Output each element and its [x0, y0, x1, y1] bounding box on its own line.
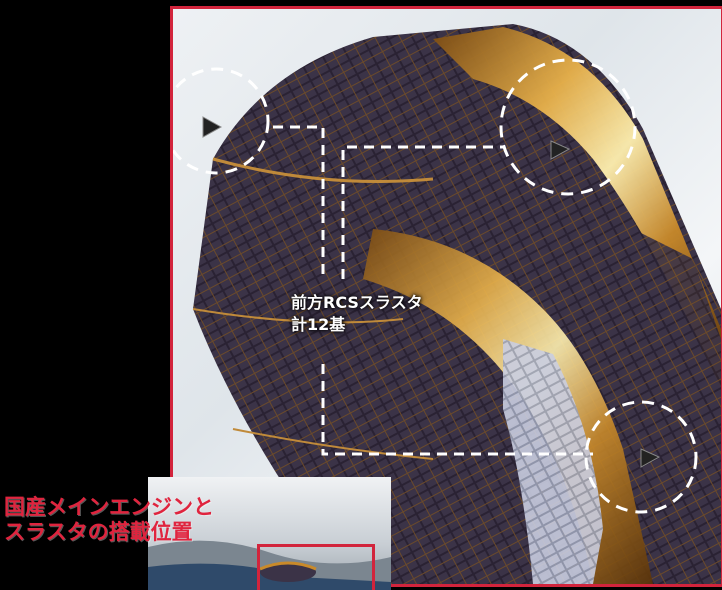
- section-title: 国産メインエンジンと スラスタの搭載位置: [4, 495, 214, 545]
- rcs-label-line2: 計12基: [291, 315, 346, 334]
- thruster-marker-1: [173, 67, 270, 175]
- spacecraft-illustration: [173, 24, 721, 584]
- section-title-line1: 国産メインエンジンと: [4, 495, 214, 519]
- rcs-thruster-label: 前方RCSスラスタ 計12基: [291, 292, 423, 336]
- thruster-marker-3: [584, 400, 698, 514]
- rcs-label-line1: 前方RCSスラスタ: [291, 293, 423, 312]
- inset-spacecraft-photo: [148, 477, 391, 590]
- inset-illustration: [148, 540, 391, 590]
- leader-line-bottom: [321, 364, 593, 456]
- thruster-marker-2: [499, 58, 637, 196]
- leader-line-top: [341, 145, 503, 279]
- section-title-line2: スラスタの搭載位置: [4, 520, 193, 544]
- inset-highlight-box: [257, 544, 375, 590]
